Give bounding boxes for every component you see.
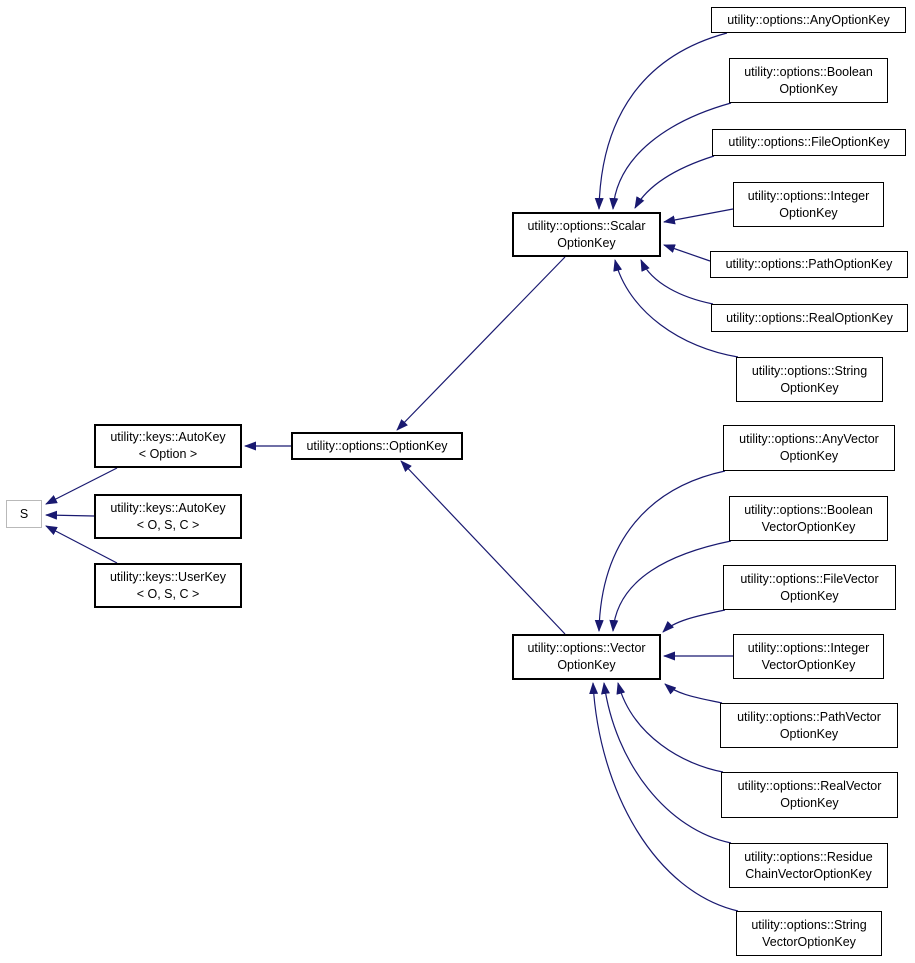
node-real-optionkey[interactable]: utility::options::RealOptionKey: [711, 304, 908, 332]
edge-file-vec-to-vector: [662, 609, 726, 633]
edge-file-to-scalar: [634, 155, 715, 209]
edge-scalar-to-optionkey: [396, 256, 566, 431]
edge-autokey-osc-to-s: [45, 510, 95, 520]
node-userkey-osc[interactable]: utility::keys::UserKey < O, S, C >: [94, 563, 242, 608]
node-stringvector-optionkey[interactable]: utility::options::String VectorOptionKey: [736, 911, 882, 956]
edge-autokey-option-to-s: [45, 467, 118, 505]
node-any-optionkey[interactable]: utility::options::AnyOptionKey: [711, 7, 906, 33]
node-scalar-optionkey[interactable]: utility::options::Scalar OptionKey: [512, 212, 661, 257]
node-integervector-optionkey[interactable]: utility::options::Integer VectorOptionKe…: [733, 634, 884, 679]
edge-boolean-to-scalar: [609, 102, 732, 210]
node-autokey-option[interactable]: utility::keys::AutoKey < Option >: [94, 424, 242, 468]
node-autokey-osc[interactable]: utility::keys::AutoKey < O, S, C >: [94, 494, 242, 539]
node-boolean-optionkey[interactable]: utility::options::Boolean OptionKey: [729, 58, 888, 103]
edge-path-to-scalar: [663, 244, 711, 262]
edge-real-to-scalar: [640, 259, 714, 305]
edge-userkey-osc-to-s: [45, 525, 118, 564]
node-path-optionkey[interactable]: utility::options::PathOptionKey: [710, 251, 908, 278]
edge-path-vec-to-vector: [664, 683, 723, 704]
edge-any-vec-to-vector: [594, 470, 726, 632]
node-realvector-optionkey[interactable]: utility::options::RealVector OptionKey: [721, 772, 898, 818]
node-pathvector-optionkey[interactable]: utility::options::PathVector OptionKey: [720, 703, 898, 748]
edge-string-vec-to-vector: [589, 682, 739, 912]
edge-vector-to-optionkey: [400, 460, 566, 635]
node-anyvector-optionkey[interactable]: utility::options::AnyVector OptionKey: [723, 425, 895, 471]
node-file-optionkey[interactable]: utility::options::FileOptionKey: [712, 129, 906, 156]
edge-boolean-vec-to-vector: [609, 540, 732, 632]
node-optionkey[interactable]: utility::options::OptionKey: [291, 432, 463, 460]
node-residuechainvector-optionkey[interactable]: utility::options::Residue ChainVectorOpt…: [729, 843, 888, 888]
edge-string-to-scalar: [613, 259, 739, 358]
node-vector-optionkey[interactable]: utility::options::Vector OptionKey: [512, 634, 661, 680]
node-booleanvector-optionkey[interactable]: utility::options::Boolean VectorOptionKe…: [729, 496, 888, 541]
node-string-optionkey[interactable]: utility::options::String OptionKey: [736, 357, 883, 402]
edge-residuechain-vec-to-vector: [601, 682, 732, 844]
edge-any-to-scalar: [594, 32, 728, 210]
node-filevector-optionkey[interactable]: utility::options::FileVector OptionKey: [723, 565, 896, 610]
node-integer-optionkey[interactable]: utility::options::Integer OptionKey: [733, 182, 884, 227]
node-s: S: [6, 500, 42, 528]
edge-integer-to-scalar: [663, 208, 734, 225]
edge-real-vec-to-vector: [616, 682, 724, 773]
